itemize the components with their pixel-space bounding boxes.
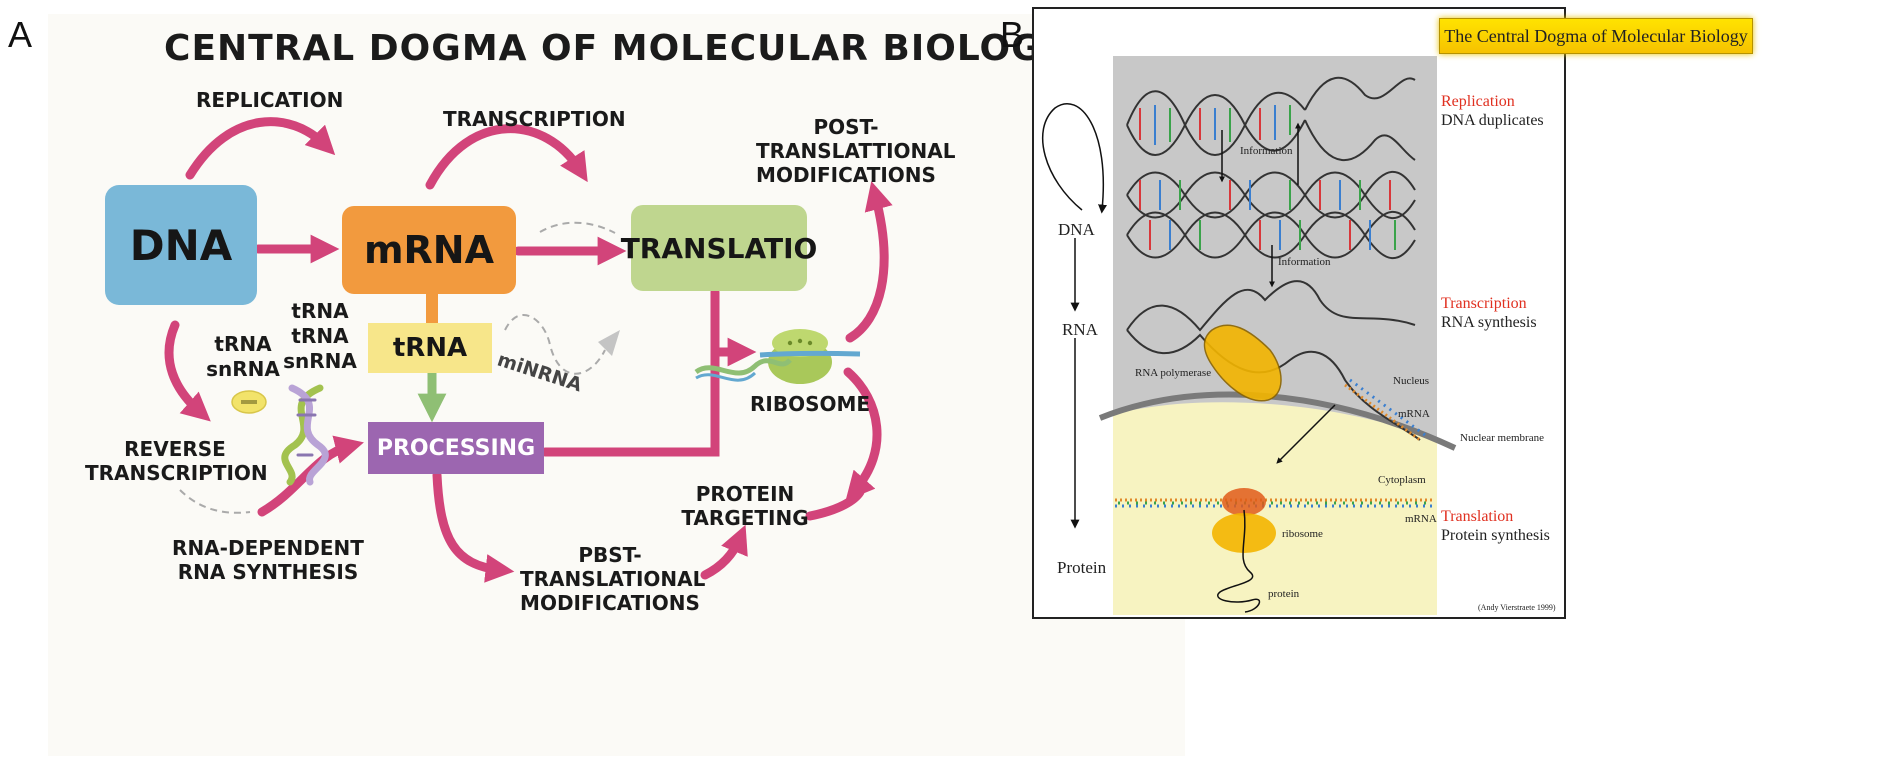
stage-replication-name: Replication	[1441, 93, 1515, 110]
pbst-label-3: MODIFICATIONS	[520, 591, 700, 615]
panel-a-background	[48, 14, 1185, 756]
replication-arrow	[185, 117, 336, 180]
axis-protein-label: Protein	[1057, 558, 1107, 577]
stage-transcription-desc: RNA synthesis	[1441, 314, 1537, 331]
mrna-label-1: mRNA	[1398, 408, 1430, 420]
ribosome-to-posttrans-arrow	[845, 181, 893, 343]
trna-stack-label-1: tRNA	[291, 299, 349, 323]
processing-to-ribosome-arrow	[540, 287, 720, 457]
trna-left-label: tRNA	[214, 332, 272, 356]
mirna-arrow-head	[598, 330, 620, 356]
mrna-label-2: mRNA	[1405, 513, 1437, 525]
nucleus-region	[1113, 56, 1437, 440]
reverse-transcription-label-1: REVERSE	[124, 437, 226, 461]
cytoplasm-label: Cytoplasm	[1378, 474, 1426, 486]
dna-loop-arrow	[1041, 103, 1108, 214]
transcription-arrow	[425, 124, 588, 190]
ribosome-label-b: ribosome	[1282, 528, 1323, 540]
snrna-stack-label: snRNA	[283, 349, 357, 373]
panel-a-letter: A	[8, 14, 33, 55]
rna-dependent-label-1: RNA-DEPENDENT	[172, 536, 364, 560]
panel-b-letter: B	[1000, 14, 1025, 55]
axis-dna-label: DNA	[1058, 220, 1095, 239]
panel-a-title: CENTRAL DOGMA OF MOLECULAR BIOLOGY	[164, 28, 1068, 69]
post-translational-top-label-2: TRANSLATTIONAL	[756, 139, 956, 163]
pbst-to-targeting-arrow	[700, 524, 748, 580]
protein-chain	[1217, 509, 1261, 613]
targeting-return-arrow	[805, 487, 865, 521]
ribosome-label: RIBOSOME	[750, 392, 871, 416]
panel-b-title: The Central Dogma of Molecular Biology	[1439, 18, 1753, 54]
rna-polymerase-icon	[1203, 324, 1282, 402]
post-translational-top-label-1: POST-	[813, 115, 879, 139]
transcription-label: TRANSCRIPTION	[443, 107, 626, 131]
dna-helix-3	[1126, 210, 1416, 259]
pbst-label-2: TRANSLATIONAL	[520, 567, 706, 591]
credit-label: (Andy Vierstraete 1999)	[1478, 603, 1556, 612]
rna-dependent-arrow	[257, 435, 364, 517]
dna-helix-2	[1126, 170, 1416, 219]
reverse-transcription-arrow	[164, 320, 211, 422]
rna-dependent-label-2: RNA SYNTHESIS	[177, 560, 359, 584]
stage-translation-desc: Protein synthesis	[1441, 527, 1550, 544]
information-label-2: Information	[1278, 256, 1331, 268]
protein-targeting-label-2: TARGETING	[681, 506, 809, 530]
information-label-1: Information	[1240, 145, 1293, 157]
protein-label-b: protein	[1268, 588, 1300, 600]
axis-rna-label: RNA	[1062, 320, 1098, 339]
snrna-left-label: snRNA	[206, 357, 280, 381]
dna-helix-icon	[281, 384, 329, 486]
stage-transcription-name: Transcription	[1441, 295, 1527, 312]
rna-polymerase-label: RNA polymerase	[1135, 367, 1212, 379]
post-translational-top-label-3: MODIFICATIONS	[756, 163, 936, 187]
dna-helix-4	[1126, 280, 1416, 332]
dna-box: DNA	[105, 185, 257, 305]
ribosome-small-subunit	[1222, 488, 1266, 516]
replication-label: REPLICATION	[196, 88, 344, 112]
processing-box: PROCESSING	[368, 422, 544, 474]
reverse-transcription-label-2: TRANSCRIPTION	[85, 461, 268, 485]
cytoplasm-mrna	[1115, 498, 1433, 508]
translation-box: TRANSLATIO	[621, 205, 817, 291]
protein-targeting-label-1: PROTEIN	[695, 482, 795, 506]
dna-helix-1	[1126, 90, 1306, 156]
stage-replication-desc: DNA duplicates	[1441, 112, 1544, 129]
trna-box: tRNA	[368, 323, 492, 373]
nucleus-label: Nucleus	[1393, 375, 1430, 387]
trna-stack-label-2: tRNA	[291, 324, 349, 348]
ribosome-icon	[694, 329, 861, 384]
pbst-label-1: PBST-	[578, 543, 642, 567]
nuclear-membrane-label: Nuclear membrane	[1460, 432, 1544, 444]
mrna-box: mRNA	[342, 206, 516, 294]
processing-to-pbst-arrow	[432, 470, 515, 583]
ribosome-to-targeting-arrow	[843, 367, 882, 501]
stage-translation-name: Translation	[1441, 508, 1514, 525]
